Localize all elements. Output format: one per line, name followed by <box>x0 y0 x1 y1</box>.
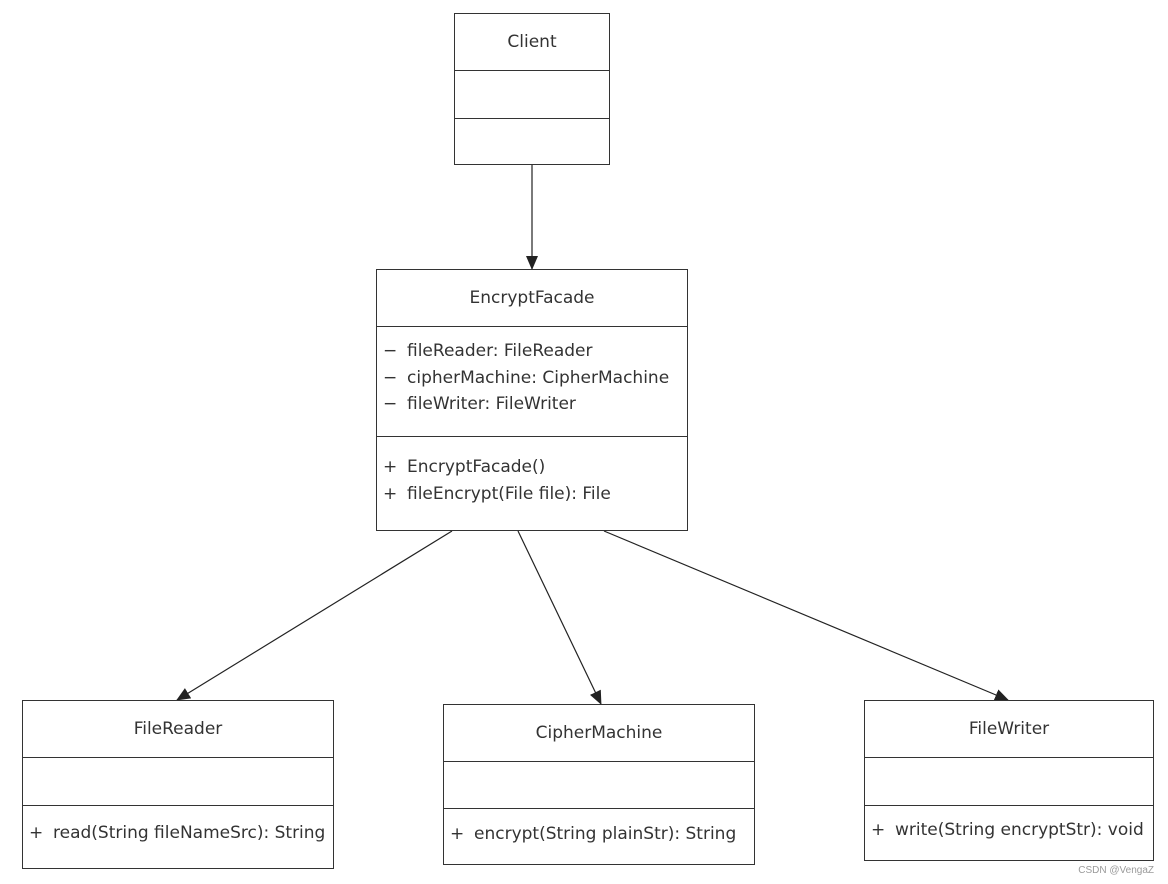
class-filewriter[interactable]: FileWriter + write(String encryptStr): v… <box>864 700 1154 861</box>
method-text: fileEncrypt(File file): File <box>407 483 611 504</box>
attributes-compartment: − fileReader: FileReader − cipherMachine… <box>377 327 687 437</box>
visibility-public: + <box>383 483 398 504</box>
method-text: encrypt(String plainStr): String <box>474 824 737 844</box>
method-row: + encrypt(String plainStr): String <box>444 821 754 848</box>
visibility-private: − <box>383 367 398 388</box>
class-filereader[interactable]: FileReader + read(String fileNameSrc): S… <box>22 700 334 869</box>
class-name: CipherMachine <box>444 705 754 762</box>
visibility-private: − <box>383 394 398 414</box>
method-row: + fileEncrypt(File file): File <box>377 481 687 508</box>
method-text: read(String fileNameSrc): String <box>53 823 326 843</box>
attributes-compartment <box>865 758 1153 806</box>
class-encryptfacade[interactable]: EncryptFacade − fileReader: FileReader −… <box>376 269 688 531</box>
attributes-compartment <box>23 758 333 806</box>
visibility-public: + <box>383 457 398 477</box>
class-name: Client <box>455 14 609 71</box>
attribute-row: − fileWriter: FileWriter <box>377 391 687 418</box>
class-ciphermachine[interactable]: CipherMachine + encrypt(String plainStr)… <box>443 704 755 865</box>
methods-compartment: + write(String encryptStr): void <box>865 806 1153 860</box>
class-name: FileReader <box>23 701 333 758</box>
attribute-text: fileWriter: FileWriter <box>407 394 576 414</box>
visibility-private: − <box>383 341 398 361</box>
attribute-row: − cipherMachine: CipherMachine <box>377 365 687 392</box>
methods-compartment <box>455 119 609 164</box>
arrow-encryptfacade-to-filewriter <box>603 530 1009 701</box>
visibility-public: + <box>29 823 44 843</box>
visibility-public: + <box>871 820 886 840</box>
arrow-encryptfacade-to-filereader <box>176 530 453 701</box>
attributes-compartment <box>455 71 609 119</box>
method-row: + EncryptFacade() <box>377 454 687 481</box>
attribute-text: cipherMachine: CipherMachine <box>407 367 670 388</box>
method-text: write(String encryptStr): void <box>895 820 1144 840</box>
arrow-encryptfacade-to-ciphermachine <box>517 530 602 705</box>
attribute-row: − fileReader: FileReader <box>377 338 687 365</box>
methods-compartment: + EncryptFacade() + fileEncrypt(File fil… <box>377 437 687 530</box>
class-name: EncryptFacade <box>377 270 687 327</box>
attributes-compartment <box>444 762 754 809</box>
methods-compartment: + encrypt(String plainStr): String <box>444 809 754 864</box>
class-client[interactable]: Client <box>454 13 610 165</box>
visibility-public: + <box>450 824 465 844</box>
method-row: + read(String fileNameSrc): String <box>23 820 333 847</box>
method-text: EncryptFacade() <box>407 457 546 477</box>
class-name: FileWriter <box>865 701 1153 758</box>
watermark: CSDN @VengaZ <box>1078 865 1154 876</box>
methods-compartment: + read(String fileNameSrc): String <box>23 806 333 868</box>
attribute-text: fileReader: FileReader <box>407 341 593 361</box>
method-row: + write(String encryptStr): void <box>865 817 1153 844</box>
